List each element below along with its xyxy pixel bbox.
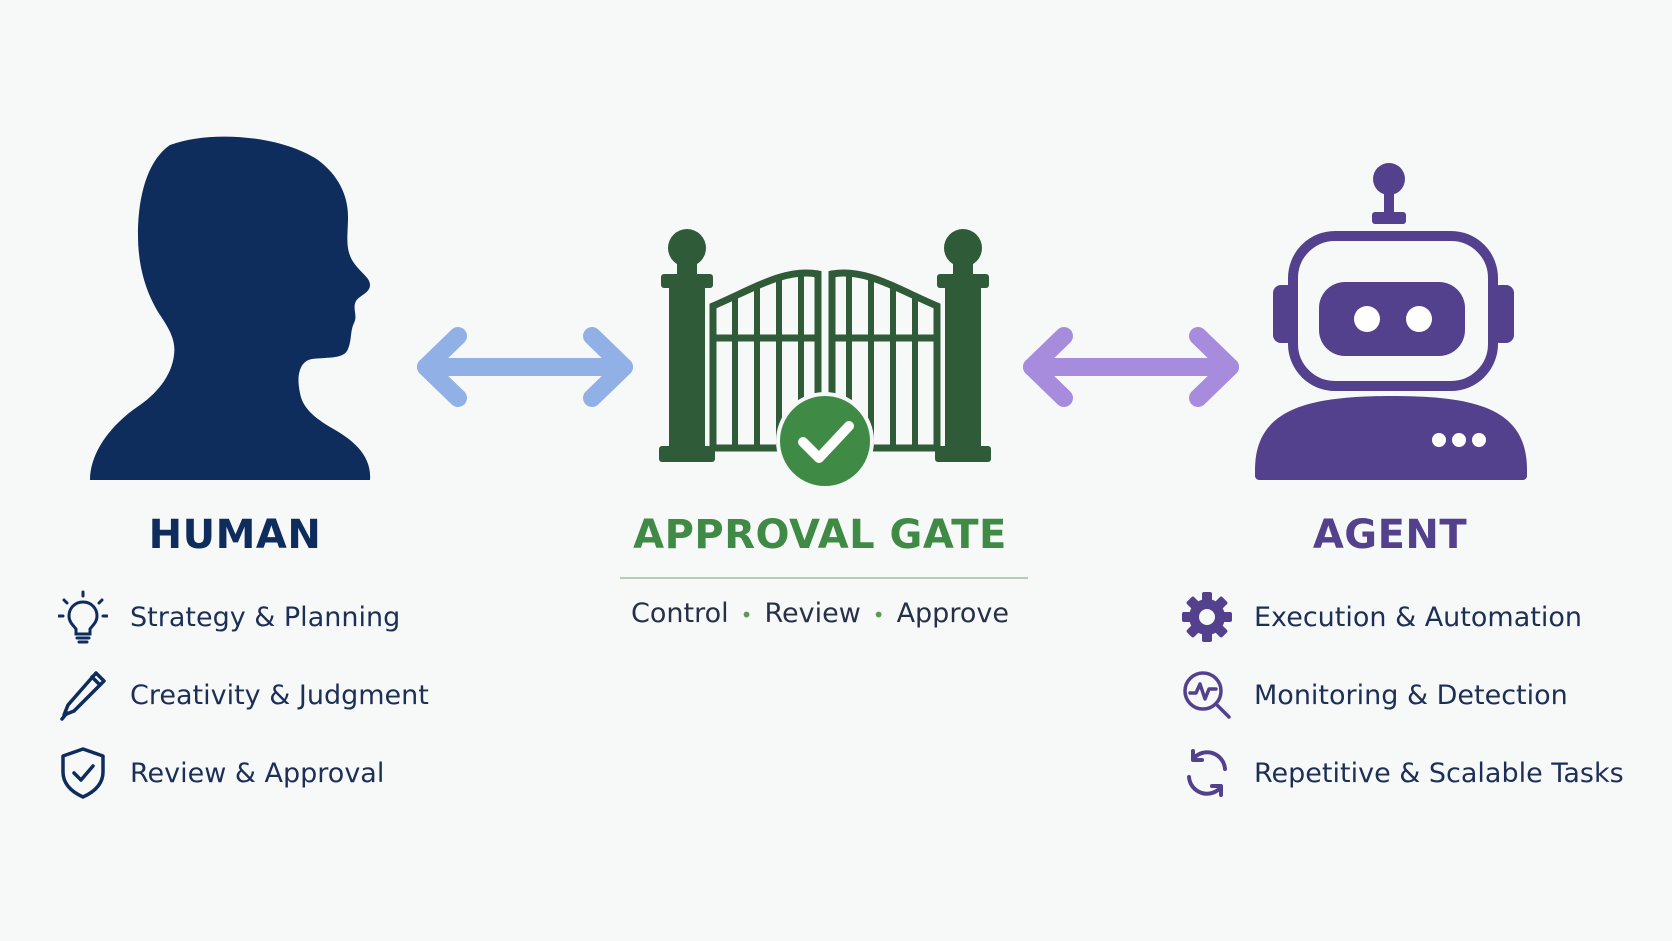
separator-dot: •	[872, 602, 885, 627]
gate-subtitle-approve: Approve	[896, 598, 1009, 629]
shield-check-icon	[54, 744, 112, 802]
list-item: Execution & Automation	[1178, 578, 1624, 656]
list-item: Repetitive & Scalable Tasks	[1178, 734, 1624, 812]
refresh-icon	[1178, 744, 1236, 802]
list-item-label: Monitoring & Detection	[1254, 679, 1568, 711]
approval-gate-icon	[659, 229, 991, 490]
human-capabilities-list: Strategy & Planning Creativity & Judgmen…	[54, 578, 429, 812]
pen-icon	[54, 666, 112, 724]
gate-subtitle-review: Review	[764, 598, 861, 629]
robot-agent-icon	[1255, 163, 1527, 480]
gate-subtitle-control: Control	[631, 598, 729, 629]
gear-icon	[1178, 588, 1236, 646]
list-item: Strategy & Planning	[54, 578, 429, 656]
gate-title: APPROVAL GATE	[633, 512, 1007, 558]
human-silhouette-icon	[90, 136, 371, 480]
list-item: Review & Approval	[54, 734, 429, 812]
agent-capabilities-list: Execution & Automation Monitoring & Dete…	[1178, 578, 1624, 812]
human-title: HUMAN	[148, 512, 322, 558]
magnifier-pulse-icon	[1178, 666, 1236, 724]
list-item-label: Repetitive & Scalable Tasks	[1254, 757, 1624, 789]
list-item: Monitoring & Detection	[1178, 656, 1624, 734]
separator-dot: •	[740, 602, 753, 627]
list-item: Creativity & Judgment	[54, 656, 429, 734]
gate-divider	[620, 577, 1028, 579]
list-item-label: Creativity & Judgment	[130, 679, 429, 711]
list-item-label: Review & Approval	[130, 757, 385, 789]
list-item-label: Strategy & Planning	[130, 601, 401, 633]
gate-subtitle: Control • Review • Approve	[560, 598, 1080, 629]
agent-title: AGENT	[1312, 512, 1468, 558]
left-double-arrow-icon	[417, 327, 633, 407]
right-double-arrow-icon	[1023, 327, 1239, 407]
lightbulb-icon	[54, 588, 112, 646]
list-item-label: Execution & Automation	[1254, 601, 1582, 633]
